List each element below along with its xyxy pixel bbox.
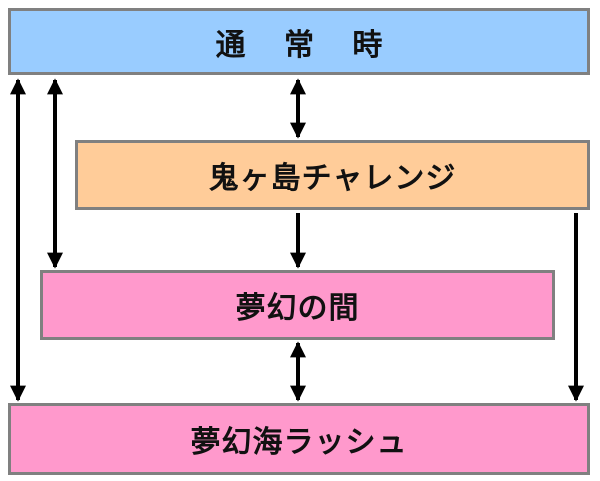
state-mugen-no-ma-label: 夢幻の間: [235, 291, 360, 326]
state-onigashima-challenge: 鬼ヶ島チャレンジ: [75, 140, 590, 210]
state-onigashima-label: 鬼ヶ島チャレンジ: [208, 161, 457, 196]
state-mugen-rush: 夢幻海ラッシュ: [8, 403, 590, 475]
state-mugen-rush-label: 夢幻海ラッシュ: [190, 425, 408, 460]
state-normal-label: 通 常 時: [215, 27, 397, 63]
state-mugen-no-ma: 夢幻の間: [40, 270, 555, 340]
state-normal: 通 常 時: [8, 8, 590, 75]
